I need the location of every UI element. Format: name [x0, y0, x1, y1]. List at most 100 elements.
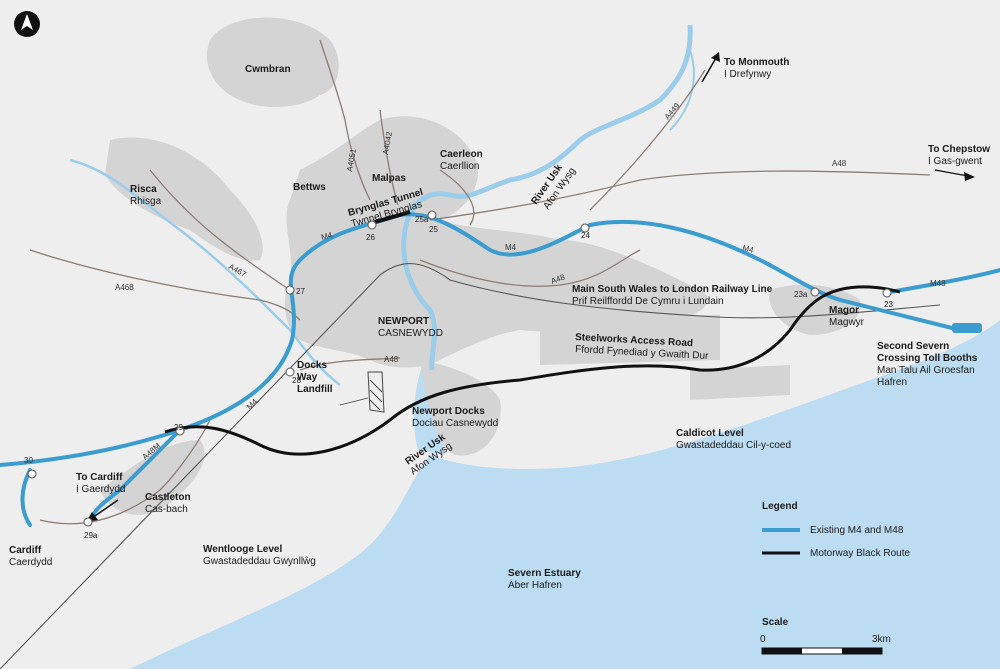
- road-a48-south: [299, 357, 401, 371]
- north-arrow: [14, 11, 40, 37]
- junction-30-marker: [27, 469, 37, 479]
- road-a4051: [344, 119, 371, 201]
- m4-route: [0, 212, 962, 467]
- urban-caldicot-works: [690, 365, 790, 400]
- label-caerleon: Caerleon: [440, 149, 483, 160]
- label-to-monmouth: To Monmouth: [724, 57, 789, 68]
- junction-23a-marker: [810, 287, 820, 297]
- legend-label-black-route: Motorway Black Route: [810, 548, 910, 559]
- label-newport: NEWPORT: [378, 316, 429, 327]
- label-caldicot-cy: Gwastadeddau Cil-y-coed: [676, 440, 791, 451]
- label-risca-cy: Rhisga: [130, 196, 162, 207]
- road-label-a4042: A4042: [381, 130, 394, 155]
- road-castleton: [39, 419, 211, 525]
- scale-bar: Scale 0 3km: [760, 617, 891, 655]
- road-cwmbran-link: [319, 39, 346, 121]
- label-to-monmouth-cy: I Drefynwy: [724, 69, 771, 80]
- a48m-route: [88, 428, 182, 522]
- legend-label-m4: Existing M4 and M48: [810, 525, 904, 536]
- junction-markers: [27, 210, 892, 527]
- label-severn-estuary: Severn Estuary: [508, 568, 581, 579]
- junction-26-marker: [367, 220, 377, 230]
- label-toll-booths-cy-2: Hafren: [877, 377, 907, 388]
- junction-24-marker: [580, 223, 590, 233]
- road-a449: [589, 69, 706, 211]
- label-toll-booths-1: Second Severn: [877, 341, 949, 352]
- urban-steelworks: [540, 315, 720, 365]
- junction-29a-marker: [83, 517, 93, 527]
- label-toll-booths-2: Crossing Toll Booths: [877, 353, 978, 364]
- junction-25-marker: [427, 210, 437, 220]
- toll-booths: [952, 323, 982, 333]
- rivers: [69, 24, 695, 386]
- river-tributary: [669, 49, 695, 131]
- junction-28-marker: [285, 367, 295, 377]
- north-arrow-pointer-icon: [21, 14, 33, 30]
- label-newport-docks-cy: Dociau Casnewydd: [412, 418, 498, 429]
- junction-23: 23: [884, 300, 893, 309]
- junction-28: 28: [292, 376, 301, 385]
- label-newport-docks: Newport Docks: [412, 406, 485, 417]
- road-a468: [29, 249, 301, 321]
- label-caerleon-cy: Caerllion: [440, 161, 479, 172]
- junction-23-marker: [882, 288, 892, 298]
- label-magor: Magor: [829, 305, 859, 316]
- road-label-a48-c: A48: [384, 355, 399, 364]
- road-label-m48: M48: [930, 279, 946, 288]
- label-docks-landfill-1: Docks: [297, 360, 327, 371]
- label-magor-cy: Magwyr: [829, 317, 865, 328]
- road-label-a468: A468: [115, 283, 134, 292]
- road-a4042: [379, 109, 399, 206]
- road-label-m4-a: M4: [320, 230, 334, 242]
- road-label-a48-a: A48: [832, 159, 847, 168]
- landfill-hatch: [367, 371, 385, 413]
- m48-route: [888, 268, 1000, 294]
- label-newport-cy: CASNEWYDD: [378, 328, 443, 339]
- junction-29a: 29a: [84, 531, 98, 540]
- railway-line: [0, 263, 941, 669]
- label-to-cardiff: To Cardiff: [76, 472, 123, 483]
- label-bettws: Bettws: [293, 182, 326, 193]
- existing-m4-m48: [0, 212, 1000, 527]
- legend: Legend Existing M4 and M48 Motorway Blac…: [762, 501, 910, 559]
- label-malpas: Malpas: [372, 173, 406, 184]
- label-cardiff: Cardiff: [9, 545, 42, 556]
- label-railway-cy: Prif Reilffordd De Cymru i Lundain: [572, 296, 724, 307]
- junction-26: 26: [366, 233, 375, 242]
- scale-title: Scale: [762, 617, 789, 628]
- road-label-m4-c: M4: [741, 243, 755, 255]
- roads: [29, 39, 969, 525]
- label-caldicot: Caldicot Level: [676, 428, 744, 439]
- label-wentlooge: Wentlooge Level: [203, 544, 282, 555]
- cardiff-arrow: [91, 499, 119, 519]
- monmouth-arrowhead: [711, 52, 720, 62]
- label-to-chepstow: To Chepstow: [928, 144, 990, 155]
- junction-27: 27: [296, 287, 305, 296]
- urban-newport: [284, 116, 708, 368]
- junction-25: 25: [429, 225, 438, 234]
- brynglas-tunnel: [374, 210, 411, 224]
- urban-castleton: [100, 440, 205, 515]
- chepstow-arrowhead: [964, 172, 975, 181]
- scale-bar-segment-3: [842, 648, 882, 654]
- road-a48-link: [419, 249, 641, 287]
- label-severn-estuary-cy: Aber Hafren: [508, 580, 562, 591]
- road-label-m4-b: M4: [505, 243, 517, 252]
- junction-30: 30: [24, 456, 33, 465]
- junction-29: 29: [174, 423, 183, 432]
- label-to-cardiff-cy: I Gaerdydd: [76, 484, 125, 495]
- label-castleton: Castleton: [145, 492, 191, 503]
- road-link-a: [439, 169, 475, 226]
- monmouth-arrow: [701, 57, 717, 83]
- label-toll-booths-cy-1: Man Talu Ail Groesfan: [877, 365, 975, 376]
- road-a467: [149, 169, 291, 291]
- label-castleton-cy: Cas-bach: [145, 504, 188, 515]
- scale-bar-segment-1: [762, 648, 802, 654]
- road-label-a4051: A4051: [345, 147, 358, 172]
- severn-estuary-water: [0, 320, 1000, 669]
- urban-risca: [105, 137, 263, 261]
- scale-start-label: 0: [760, 634, 766, 645]
- landfill-pointer: [339, 397, 369, 406]
- label-to-chepstow-cy: I Gas-gwent: [928, 156, 982, 167]
